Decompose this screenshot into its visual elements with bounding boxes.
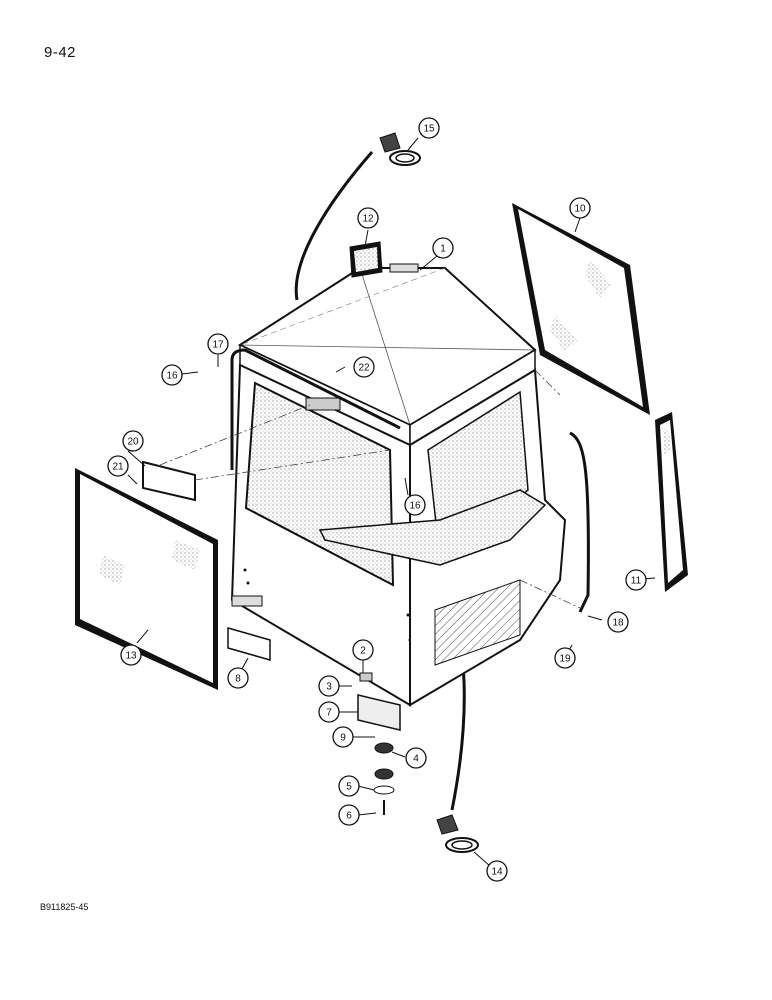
callout-circle bbox=[404, 494, 426, 516]
callout-label: 20 bbox=[127, 437, 139, 448]
callout-18: 18 bbox=[607, 611, 629, 633]
callout-circle bbox=[569, 197, 591, 219]
callout-8: 8 bbox=[227, 667, 249, 689]
callout-circle bbox=[161, 364, 183, 386]
callout-circle bbox=[227, 667, 249, 689]
callout-label: 2 bbox=[360, 646, 366, 657]
callout-2: 2 bbox=[352, 639, 374, 661]
callout-label: 5 bbox=[346, 782, 352, 793]
assembly-lines bbox=[159, 369, 581, 609]
callout-label: 19 bbox=[559, 654, 571, 665]
callout-circle bbox=[554, 647, 576, 669]
callout-circle bbox=[486, 860, 508, 882]
callout-16: 16 bbox=[404, 494, 426, 516]
callout-label: 3 bbox=[326, 682, 332, 693]
cab-front bbox=[318, 368, 567, 707]
callout-label: 16 bbox=[409, 501, 421, 512]
grab-handle-right bbox=[569, 431, 590, 613]
callout-4: 4 bbox=[405, 747, 427, 769]
callout-7: 7 bbox=[318, 701, 340, 723]
connector-14-part bbox=[436, 814, 479, 853]
bracket-8-part bbox=[227, 627, 271, 661]
callout-label: 16 bbox=[166, 371, 178, 382]
callout-label: 17 bbox=[212, 340, 224, 351]
callout-label: 7 bbox=[326, 708, 332, 719]
callout-1: 1 bbox=[432, 237, 454, 259]
callout-12: 12 bbox=[357, 207, 379, 229]
callout-10: 10 bbox=[569, 197, 591, 219]
plate-20-part bbox=[142, 460, 196, 502]
callout-21: 21 bbox=[107, 455, 129, 477]
callout-label: 12 bbox=[362, 214, 374, 225]
callout-circle bbox=[338, 804, 360, 826]
callout-label: 15 bbox=[423, 124, 435, 135]
callout-circle bbox=[625, 569, 647, 591]
window-12-glass bbox=[354, 247, 378, 272]
callout-3: 3 bbox=[318, 675, 340, 697]
callout-11: 11 bbox=[625, 569, 647, 591]
window-10-part bbox=[512, 203, 650, 415]
grab-handle-left bbox=[230, 348, 401, 470]
callout-20: 20 bbox=[122, 430, 144, 452]
callout-16: 16 bbox=[161, 364, 183, 386]
callout-label: 6 bbox=[346, 811, 352, 822]
callout-6: 6 bbox=[338, 804, 360, 826]
callout-5: 5 bbox=[338, 775, 360, 797]
window-11-part bbox=[655, 412, 688, 592]
figure-code: B911825-45 bbox=[40, 902, 89, 912]
callout-17: 17 bbox=[207, 333, 229, 355]
callout-label: 4 bbox=[413, 754, 419, 765]
callout-circle bbox=[352, 639, 374, 661]
callout-circle bbox=[318, 701, 340, 723]
callout-label: 10 bbox=[574, 204, 586, 215]
callout-circle bbox=[107, 455, 129, 477]
callout-circle bbox=[122, 430, 144, 452]
connector-15-part bbox=[379, 132, 421, 166]
callout-label: 14 bbox=[491, 867, 503, 878]
window-13-part bbox=[75, 468, 218, 690]
callout-circle bbox=[418, 117, 440, 139]
callout-label: 21 bbox=[112, 462, 124, 473]
callout-circle bbox=[332, 726, 354, 748]
page-number: 9-42 bbox=[44, 44, 77, 61]
callout-circle bbox=[607, 611, 629, 633]
callout-circle bbox=[405, 747, 427, 769]
callout-label: 8 bbox=[235, 674, 241, 685]
callout-22: 22 bbox=[353, 356, 375, 378]
callout-circle bbox=[318, 675, 340, 697]
callout-circle bbox=[353, 356, 375, 378]
callout-label: 1 bbox=[440, 244, 446, 255]
callout-14: 14 bbox=[486, 860, 508, 882]
callout-circle bbox=[120, 644, 142, 666]
callout-label: 22 bbox=[358, 363, 370, 374]
callout-label: 18 bbox=[612, 618, 624, 629]
callout-19: 19 bbox=[554, 647, 576, 669]
callout-15: 15 bbox=[418, 117, 440, 139]
callout-label: 13 bbox=[125, 651, 137, 662]
callout-circle bbox=[338, 775, 360, 797]
callout-9: 9 bbox=[332, 726, 354, 748]
callout-circle bbox=[432, 237, 454, 259]
callout-label: 9 bbox=[340, 733, 346, 744]
callout-13: 13 bbox=[120, 644, 142, 666]
callout-circle bbox=[207, 333, 229, 355]
callout-circle bbox=[357, 207, 379, 229]
callout-label: 11 bbox=[631, 576, 642, 587]
